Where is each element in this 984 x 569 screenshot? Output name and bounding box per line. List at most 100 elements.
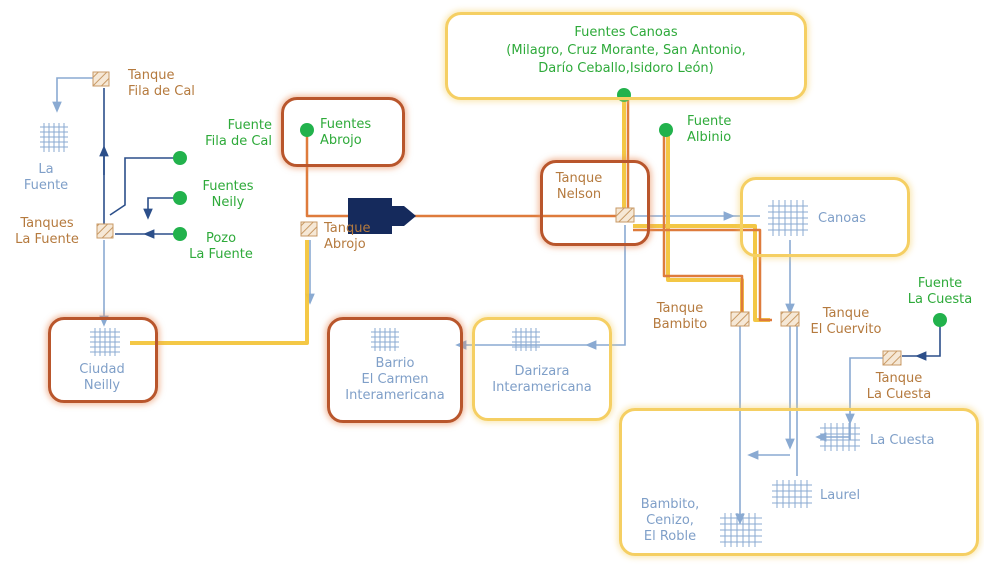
ciudad-neilly-box [48,317,158,403]
source-canoas-line3: Darío Ceballo,Isidoro León) [538,61,714,76]
tank-nelson-line2: Nelson [556,187,602,202]
tank-la-cuesta-line2: La Cuesta [866,387,932,402]
node-la-fuente-line2: Fuente [23,178,69,193]
node-darizara-label: Darizara Interamericana [474,364,610,396]
node-darizara-line2: Interamericana [492,380,592,395]
barrio-carmen-box [327,317,463,423]
pump-icon [348,198,416,234]
source-pozo-line1: Pozo [205,231,237,246]
node-canoas-line1: Canoas [818,211,866,226]
source-abrojo-marker [300,123,314,137]
tank-fila-cal-line2: Fila de Cal [128,84,195,99]
node-laurel-label: Laurel [820,488,860,504]
source-pozo-marker [173,227,187,241]
source-la-cuesta-line2: La Cuesta [907,292,973,307]
tank-nelson-line1: Tanque [555,171,603,186]
tank-abrojo-line2: Abrojo [324,237,366,252]
tank-la-cuesta-line1: Tanque [875,371,923,386]
source-neily-line1: Fuentes [202,179,254,194]
tank-la-fuente-line1: Tanques [20,216,74,231]
tank-la-fuente-line2: La Fuente [15,232,79,247]
orange-pipes [305,95,772,322]
node-ciudad-neilly-line1: Ciudad [79,362,125,377]
source-abrojo-line1: Fuentes [320,117,372,132]
tank-bambito-icon [730,311,750,327]
source-albinio-line1: Fuente [687,114,732,129]
tank-la-cuesta-icon [882,350,902,366]
source-neily-marker [173,191,187,205]
tank-fila-cal-label: Tanque Fila de Cal [128,68,195,100]
tank-markers [92,71,902,366]
tank-abrojo-line1: Tanque [324,221,371,236]
tank-bambito-line2: Bambito [652,317,708,332]
node-bambito-line3: El Roble [643,529,697,544]
node-bambito-line2: Cenizo, [646,513,694,528]
source-neily-label: Fuentes Neily [192,179,264,211]
source-la-cuesta-marker [933,313,947,327]
tank-nelson-icon [615,207,635,223]
tank-cuervito-line2: El Cuervito [810,322,882,337]
grid-laurel-icon [772,480,812,508]
source-la-cuesta-line1: Fuente [917,276,963,291]
node-canoas-label: Canoas [818,211,866,227]
source-pozo-label: Pozo La Fuente [176,231,266,263]
tank-cuervito-icon [780,311,800,327]
node-bambito-label: Bambito, Cenizo, El Roble [630,497,710,545]
source-fila-cal-marker [173,151,187,165]
grid-bambito-icon [720,513,762,547]
canoas-box [740,177,910,257]
source-albinio-line2: Albinio [687,130,732,145]
node-darizara-line1: Darizara [514,364,570,379]
tank-fila-cal-icon [92,71,110,87]
source-canoas-title: Fuentes Canoas [574,25,678,40]
grid-canoas-icon [768,200,808,236]
tank-nelson-box [540,160,650,246]
source-fila-cal-line1: Fuente [227,118,272,133]
la-cuesta-region-box [619,408,979,556]
tank-cuervito-label: Tanque El Cuervito [800,306,892,338]
grid-la-cuesta-icon [820,423,860,451]
darizara-box [472,317,612,421]
tank-la-cuesta-label: Tanque La Cuesta [856,371,942,403]
source-fila-cal-label: Fuente Fila de Cal [186,118,272,150]
grid-darizara-icon [512,328,540,351]
node-barrio-carmen-line2: El Carmen [361,372,429,387]
node-laurel-line1: Laurel [820,488,861,503]
source-abrojo-box [281,97,405,167]
source-neily-line2: Neily [211,195,245,210]
node-la-cuesta-line1: La Cuesta [870,433,935,448]
source-pozo-line2: La Fuente [189,247,253,262]
tank-abrojo-icon [300,221,318,237]
node-ciudad-neilly-label: Ciudad Neilly [62,362,142,394]
source-canoas-label: Fuentes Canoas (Milagro, Cruz Morante, S… [450,24,802,78]
tank-la-fuente-label: Tanques La Fuente [6,216,88,248]
source-la-cuesta-label: Fuente La Cuesta [900,276,980,308]
distribution-grids [40,123,860,547]
tank-bambito-line1: Tanque [656,301,704,316]
node-barrio-carmen-line3: Interamericana [345,388,445,403]
tank-cuervito-line1: Tanque [822,306,870,321]
source-canoas-line2: (Milagro, Cruz Morante, San Antonio, [506,43,746,58]
dark-pipes [99,88,941,361]
grid-ciudad-neilly-icon [90,328,120,356]
source-abrojo-label: Fuentes Abrojo [320,117,371,149]
node-barrio-carmen-line1: Barrio [375,356,415,371]
tank-abrojo-label: Tanque Abrojo [324,221,370,253]
node-ciudad-neilly-line2: Neilly [83,378,121,393]
tank-la-fuente-icon [96,223,114,239]
tank-nelson-label: Tanque Nelson [545,171,613,203]
tank-bambito-label: Tanque Bambito [642,301,718,333]
grid-barrio-icon [371,328,399,351]
node-bambito-line1: Bambito, [640,497,700,512]
source-albinio-label: Fuente Albinio [687,114,731,146]
grid-la-fuente-icon [40,123,68,152]
source-fila-cal-line2: Fila de Cal [205,134,272,149]
node-la-fuente-line1: La [38,162,54,177]
source-abrojo-line2: Abrojo [320,133,362,148]
tank-fila-cal-line1: Tanque [128,68,175,83]
node-barrio-carmen-label: Barrio El Carmen Interamericana [330,356,460,404]
source-albinio-marker [659,123,673,137]
source-canoas-box [445,12,807,100]
node-la-fuente-label: La Fuente [16,162,76,194]
